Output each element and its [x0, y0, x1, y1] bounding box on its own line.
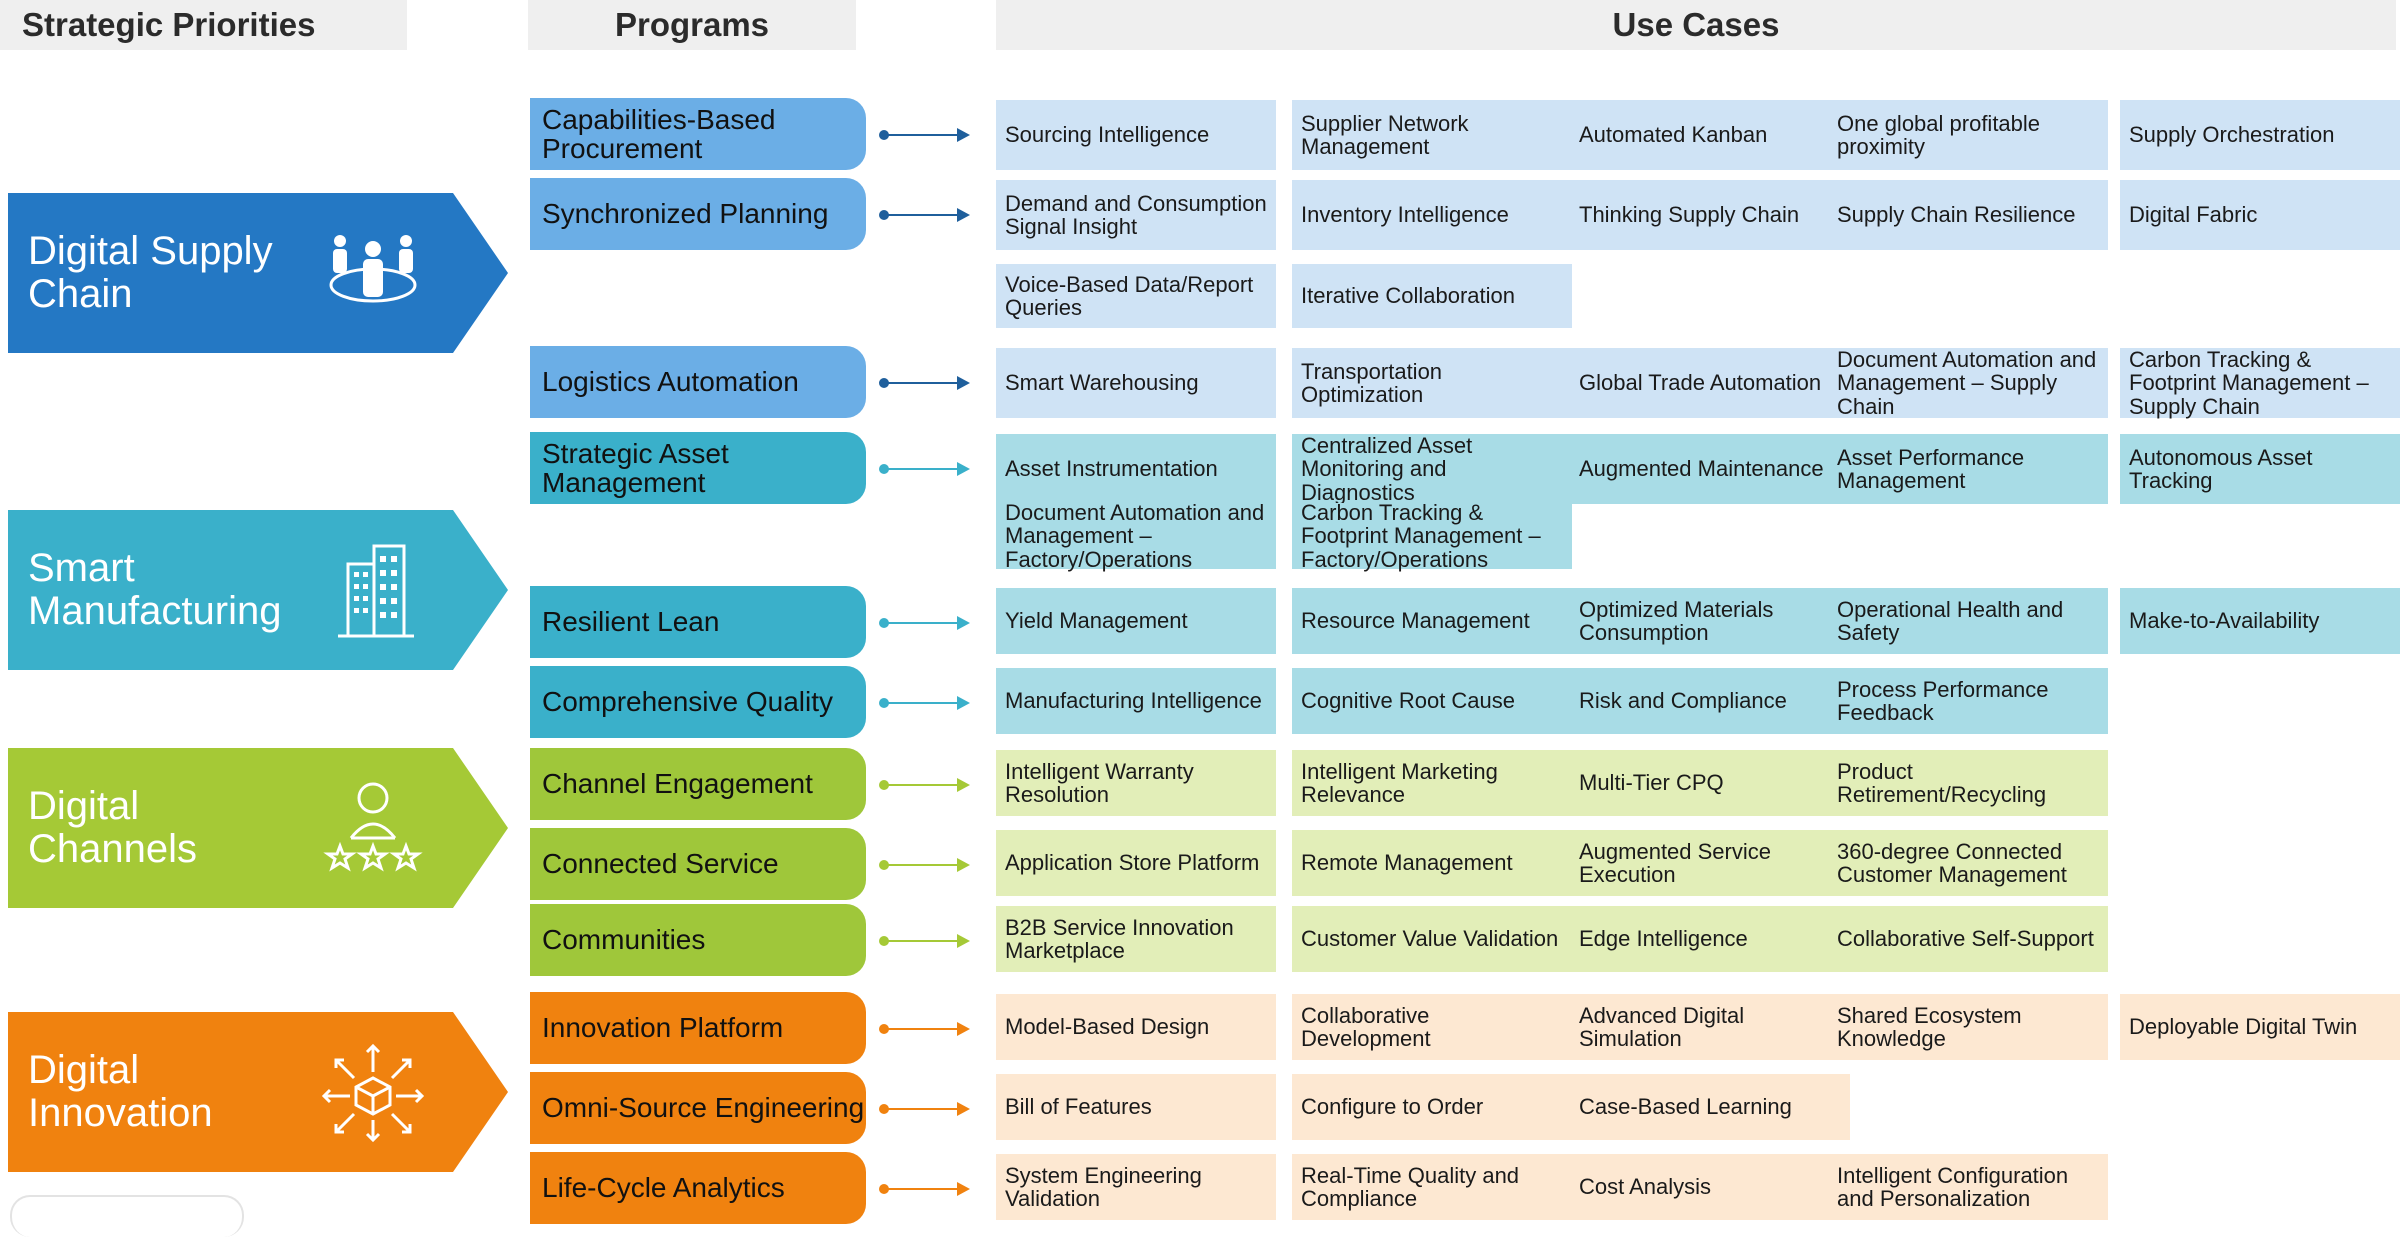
use-case-box: Demand and Consumption Signal Insight [996, 180, 1276, 250]
use-case-box: Thinking Supply Chain [1570, 180, 1850, 250]
program-box: Logistics Automation [530, 346, 866, 418]
use-case-box: Customer Value Validation [1292, 906, 1572, 972]
connector-arrow [879, 208, 970, 222]
decorative-arc [10, 1195, 244, 1237]
use-case-box: Process Performance Feedback [1828, 668, 2108, 734]
priority-label: Smart Manufacturing [28, 545, 282, 633]
use-case-box: Carbon Tracking & Footprint Management –… [1292, 501, 1572, 571]
people-network-icon [329, 235, 417, 303]
program-box: Channel Engagement [530, 748, 866, 820]
use-case-box: Application Store Platform [996, 830, 1276, 896]
program-box: Communities [530, 904, 866, 976]
priority-smart-manufacturing: Smart Manufacturing [8, 510, 508, 670]
connector-arrow [879, 858, 970, 872]
connector-arrow [879, 128, 970, 142]
use-case-box: Transportation Optimization [1292, 348, 1572, 418]
use-case-box: Cost Analysis [1570, 1154, 1850, 1220]
strategic-priorities-header: Strategic Priorities [0, 0, 407, 50]
program-box: Synchronized Planning [530, 178, 866, 250]
use-case-box: Supplier Network Management [1292, 100, 1572, 170]
use-case-box: Intelligent Warranty Resolution [996, 750, 1276, 816]
use-case-box: Make-to-Availability [2120, 588, 2400, 654]
use-case-box: Supply Orchestration [2120, 100, 2400, 170]
use-case-box: Yield Management [996, 588, 1276, 654]
use-case-box: Optimized Materials Consumption [1570, 588, 1850, 654]
use-case-box: One global profitable proximity [1828, 100, 2108, 170]
cube-expand-arrows-icon [321, 1043, 425, 1142]
use-case-box: Product Retirement/Recycling [1828, 750, 2108, 816]
program-box: Comprehensive Quality [530, 666, 866, 738]
use-case-box: Automated Kanban [1570, 100, 1850, 170]
use-case-box: Shared Ecosystem Knowledge [1828, 994, 2108, 1060]
use-case-box: Digital Fabric [2120, 180, 2400, 250]
use-case-box: Iterative Collaboration [1292, 264, 1572, 328]
use-case-box: Carbon Tracking & Footprint Management –… [2120, 348, 2400, 418]
priority-digital-supply-chain: Digital Supply Chain [8, 193, 508, 353]
user-rating-stars-icon [323, 782, 423, 872]
use-case-box: Advanced Digital Simulation [1570, 994, 1850, 1060]
program-box: Capabilities-Based Procurement [530, 98, 866, 170]
use-case-box: Intelligent Marketing Relevance [1292, 750, 1572, 816]
connector-arrow [879, 462, 970, 476]
program-box: Life-Cycle Analytics [530, 1152, 866, 1224]
use-case-box: Autonomous Asset Tracking [2120, 434, 2400, 504]
use-case-box: Document Automation and Management – Fac… [996, 501, 1276, 571]
program-box: Resilient Lean [530, 586, 866, 658]
connector-arrow [879, 696, 970, 710]
priority-label: Digital Channels [28, 783, 198, 871]
connector-arrow [879, 1022, 970, 1036]
connector-arrow [879, 616, 970, 630]
use-case-box: System Engineering Validation [996, 1154, 1276, 1220]
use-case-box: 360-degree Connected Customer Management [1828, 830, 2108, 896]
use-case-box: B2B Service Innovation Marketplace [996, 906, 1276, 972]
use-case-box: Collaborative Development [1292, 994, 1572, 1060]
connector-arrow [879, 1182, 970, 1196]
use-case-box: Deployable Digital Twin [2120, 994, 2400, 1060]
use-case-box: Inventory Intelligence [1292, 180, 1572, 250]
program-box: Innovation Platform [530, 992, 866, 1064]
use-case-box: Augmented Maintenance [1570, 434, 1850, 504]
program-box: Strategic Asset Management [530, 432, 866, 504]
factory-buildings-icon [338, 544, 414, 638]
use-case-box: Supply Chain Resilience [1828, 180, 2108, 250]
priority-label: Digital Supply Chain [28, 228, 273, 316]
use-case-box: Configure to Order [1292, 1074, 1572, 1140]
use-case-box: Voice-Based Data/Report Queries [996, 264, 1276, 328]
use-case-box: Real-Time Quality and Compliance [1292, 1154, 1572, 1220]
priority-digital-innovation: Digital Innovation [8, 1012, 508, 1172]
use-case-box: Collaborative Self-Support [1828, 906, 2108, 972]
programs-header: Programs [528, 0, 856, 50]
use-cases-header: Use Cases [996, 0, 2396, 50]
use-case-box: Sourcing Intelligence [996, 100, 1276, 170]
priority-label: Digital Innovation [28, 1047, 213, 1135]
priority-digital-channels: Digital Channels [8, 748, 508, 908]
use-case-box: Remote Management [1292, 830, 1572, 896]
use-case-box: Manufacturing Intelligence [996, 668, 1276, 734]
use-case-box: Bill of Features [996, 1074, 1276, 1140]
use-case-box: Asset Performance Management [1828, 434, 2108, 504]
use-case-box: Case-Based Learning [1570, 1074, 1850, 1140]
program-box: Connected Service [530, 828, 866, 900]
connector-arrow [879, 376, 970, 390]
use-case-box: Global Trade Automation [1570, 348, 1850, 418]
use-case-box: Asset Instrumentation [996, 434, 1276, 504]
connector-arrow [879, 778, 970, 792]
use-case-box: Centralized Asset Monitoring and Diagnos… [1292, 434, 1572, 504]
use-case-box: Augmented Service Execution [1570, 830, 1850, 896]
use-case-box: Multi-Tier CPQ [1570, 750, 1850, 816]
connector-arrow [879, 1102, 970, 1116]
use-case-box: Cognitive Root Cause [1292, 668, 1572, 734]
use-case-box: Intelligent Configuration and Personaliz… [1828, 1154, 2108, 1220]
use-case-box: Document Automation and Management – Sup… [1828, 348, 2108, 418]
use-case-box: Resource Management [1292, 588, 1572, 654]
use-case-box: Operational Health and Safety [1828, 588, 2108, 654]
use-case-box: Risk and Compliance [1570, 668, 1850, 734]
program-box: Omni-Source Engineering [530, 1072, 866, 1144]
use-case-box: Edge Intelligence [1570, 906, 1850, 972]
use-case-box: Smart Warehousing [996, 348, 1276, 418]
connector-arrow [879, 934, 970, 948]
use-case-box: Model-Based Design [996, 994, 1276, 1060]
